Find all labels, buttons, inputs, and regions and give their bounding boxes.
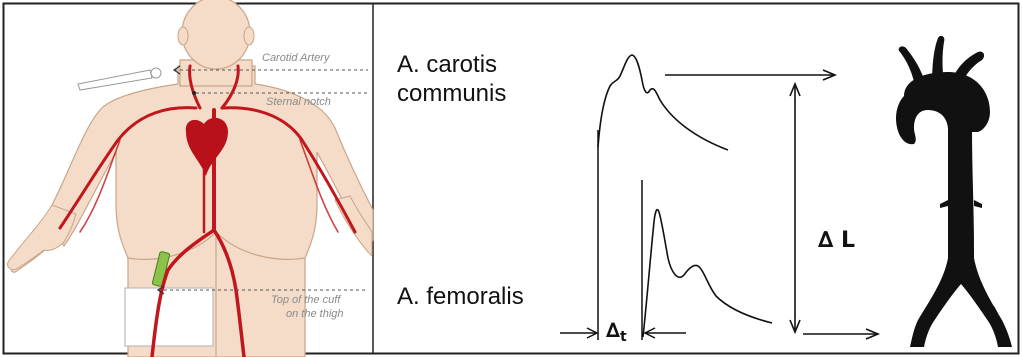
carotid-probe [78,68,161,90]
carotid-label-line1: A. carotis [397,51,497,78]
delta-t-label: ∆t [606,318,627,345]
delta-t-symbol: ∆ [606,318,620,342]
carotid-waveform [598,55,728,150]
right-ear [244,27,254,45]
aorta-silhouette [896,36,1012,347]
pulse-wave-diagram [560,55,878,340]
thigh-cuff [125,288,213,346]
delta-l-label: ∆ L [818,228,855,253]
cuff-thigh-label: on the thigh [286,308,344,320]
left-hand [8,205,76,270]
carotid-label-line2: communis [397,80,506,107]
femoral-waveform [643,210,772,337]
delta-t-subscript: t [620,329,627,345]
sternal-notch-label: Sternal notch [266,96,331,108]
head [182,0,250,69]
femoral-label: A. femoralis [397,283,524,310]
sternal-dot [192,91,196,95]
left-ear [178,27,188,45]
carotid-artery-label: Carotid Artery [262,52,329,64]
cuff-top-label: Top of the cuff [271,294,340,306]
